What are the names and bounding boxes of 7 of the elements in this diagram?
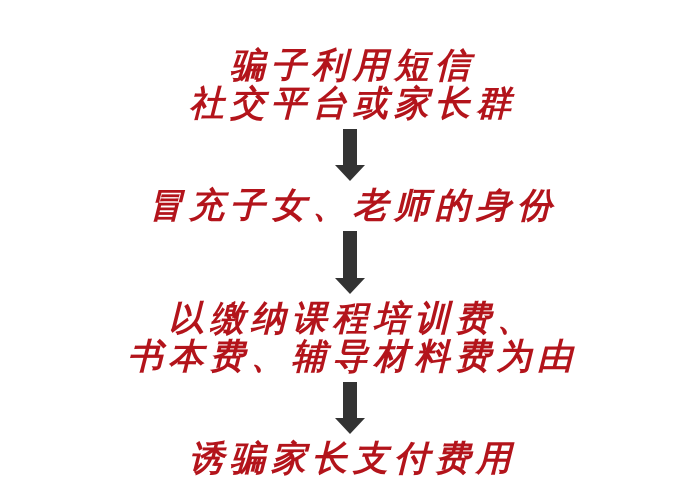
arrow (335, 129, 365, 181)
arrow (335, 382, 365, 434)
step-text: 以缴纳课程培训费、书本费、辅导材料费为由 (122, 294, 578, 382)
step-text: 骗子利用短信社交平台或家长群 (183, 41, 517, 129)
arrow (335, 231, 365, 294)
step-text: 冒充子女、老师的身份 (142, 181, 558, 231)
step-text: 诱骗家长支付费用 (183, 434, 517, 484)
